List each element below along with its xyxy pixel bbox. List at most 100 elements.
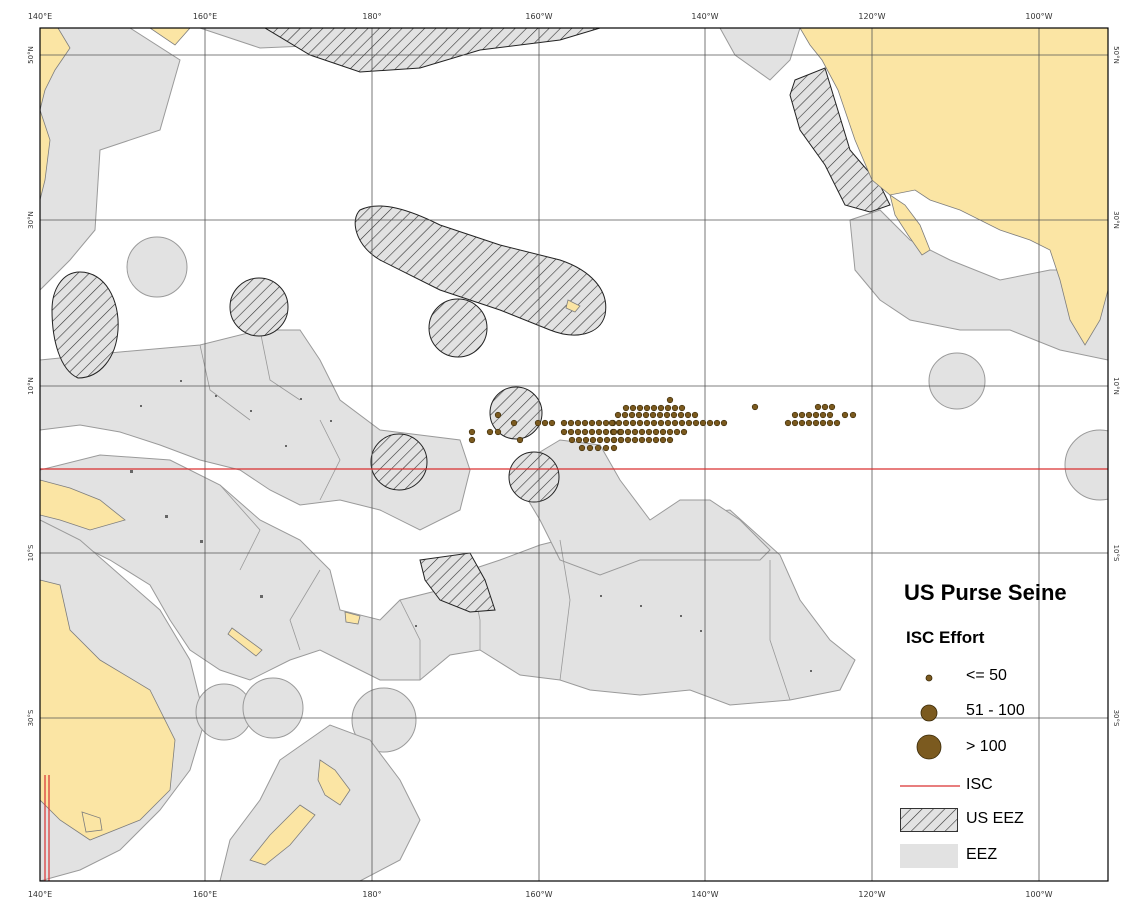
effort-point-small: [805, 419, 813, 427]
effort-point-small: [548, 419, 556, 427]
legend-item-eez: EEZ: [890, 842, 1120, 870]
effort-point-small: [713, 419, 721, 427]
effort-point-small: [664, 419, 672, 427]
map-frame: [39, 27, 1109, 882]
effort-point-small: [638, 428, 646, 436]
lat-tick: 50°N: [1112, 46, 1120, 64]
effort-point-small: [510, 419, 518, 427]
effort-point-small: [617, 436, 625, 444]
effort-point-small: [791, 419, 799, 427]
effort-point-small: [624, 436, 632, 444]
effort-point-small: [602, 428, 610, 436]
effort-point-small: [486, 428, 494, 436]
effort-point-small: [673, 428, 681, 436]
lat-tick: 30°S: [27, 709, 35, 726]
lat-tick: 10°S: [1112, 545, 1120, 562]
map-frame-content: [40, 28, 1108, 881]
lon-tick: 100°W: [1025, 890, 1052, 899]
effort-point-small: [684, 411, 692, 419]
lon-tick: 100°W: [1025, 12, 1052, 21]
effort-point-small: [645, 436, 653, 444]
grey-box-icon: [900, 844, 958, 868]
effort-point-small: [706, 419, 714, 427]
legend-label: > 100: [966, 738, 1007, 755]
lon-tick: 160°E: [193, 12, 217, 21]
effort-point-small: [596, 436, 604, 444]
land-new-zealand-south: [249, 804, 316, 866]
effort-point-small: [560, 428, 568, 436]
effort-point-small: [621, 411, 629, 419]
effort-point-small: [650, 404, 658, 412]
effort-point-small: [636, 419, 644, 427]
effort-point-small: [560, 419, 568, 427]
lon-tick: 140°W: [691, 890, 718, 899]
effort-point-small: [631, 436, 639, 444]
effort-point-small: [642, 411, 650, 419]
effort-point-small: [819, 411, 827, 419]
eez-circle-south-3: [351, 687, 417, 753]
effort-point-small: [798, 411, 806, 419]
effort-point-small: [826, 419, 834, 427]
us-eez-zones: [51, 28, 1108, 613]
effort-point-small: [849, 411, 857, 419]
lon-tick: 160°W: [525, 12, 552, 21]
red-line-icon: [900, 785, 960, 787]
effort-point-small: [638, 436, 646, 444]
land-australia: [40, 579, 176, 841]
effort-point-small: [608, 419, 616, 427]
land-baja: [889, 194, 931, 256]
eez-eastern-1: [928, 352, 986, 410]
effort-point-small: [582, 436, 590, 444]
isc-boundary: [40, 468, 1108, 881]
lat-tick: 30°N: [1112, 211, 1120, 229]
effort-point-small: [541, 419, 549, 427]
effort-point-small: [670, 411, 678, 419]
effort-point-small: [699, 419, 707, 427]
lon-tick: 140°E: [28, 12, 52, 21]
lon-tick: 160°W: [525, 890, 552, 899]
land-new-caledonia: [227, 627, 263, 657]
effort-point-small: [798, 419, 806, 427]
eez-circle-south-2: [242, 677, 304, 739]
eez-boundaries: [199, 329, 791, 701]
effort-point-small: [751, 403, 759, 411]
effort-point-small: [534, 419, 542, 427]
effort-point-small: [819, 419, 827, 427]
lon-tick: 160°E: [193, 890, 217, 899]
effort-point-small: [677, 411, 685, 419]
effort-point-small: [567, 428, 575, 436]
eez-eastern-2: [1064, 429, 1108, 501]
effort-point-small: [468, 436, 476, 444]
effort-point-small: [622, 419, 630, 427]
effort-point-small: [656, 411, 664, 419]
effort-point-small: [603, 436, 611, 444]
lat-tick: 30°N: [27, 211, 35, 229]
lat-tick: 10°N: [1112, 377, 1120, 395]
lon-ticks-top: 140°E 160°E 180° 160°W 140°W 120°W 100°W: [28, 12, 1053, 21]
effort-point-small: [821, 403, 829, 411]
legend-label: <= 50: [966, 667, 1007, 684]
circle-medium-icon: [920, 704, 938, 722]
legend-item-small: <= 50: [890, 663, 1120, 691]
effort-point-small: [814, 403, 822, 411]
effort-point-small: [663, 411, 671, 419]
effort-point-small: [617, 428, 625, 436]
effort-point-small: [666, 436, 674, 444]
effort-point-small: [652, 436, 660, 444]
effort-point-small: [574, 428, 582, 436]
land-hawaii: [565, 299, 581, 313]
effort-point-small: [657, 404, 665, 412]
effort-point-small: [624, 428, 632, 436]
effort-point-small: [622, 404, 630, 412]
effort-point-small: [659, 436, 667, 444]
effort-point-small: [652, 428, 660, 436]
us-eez-wake: [229, 277, 289, 337]
eez-circle-west-1: [126, 236, 188, 298]
effort-point-small: [581, 428, 589, 436]
eez-us-west-margin: [719, 28, 801, 81]
effort-point-small: [666, 428, 674, 436]
us-eez-hawaii-chain: [354, 205, 607, 336]
lon-tick: 180°: [362, 12, 381, 21]
effort-point-small: [671, 404, 679, 412]
us-eez-guam-marianas: [51, 271, 119, 379]
